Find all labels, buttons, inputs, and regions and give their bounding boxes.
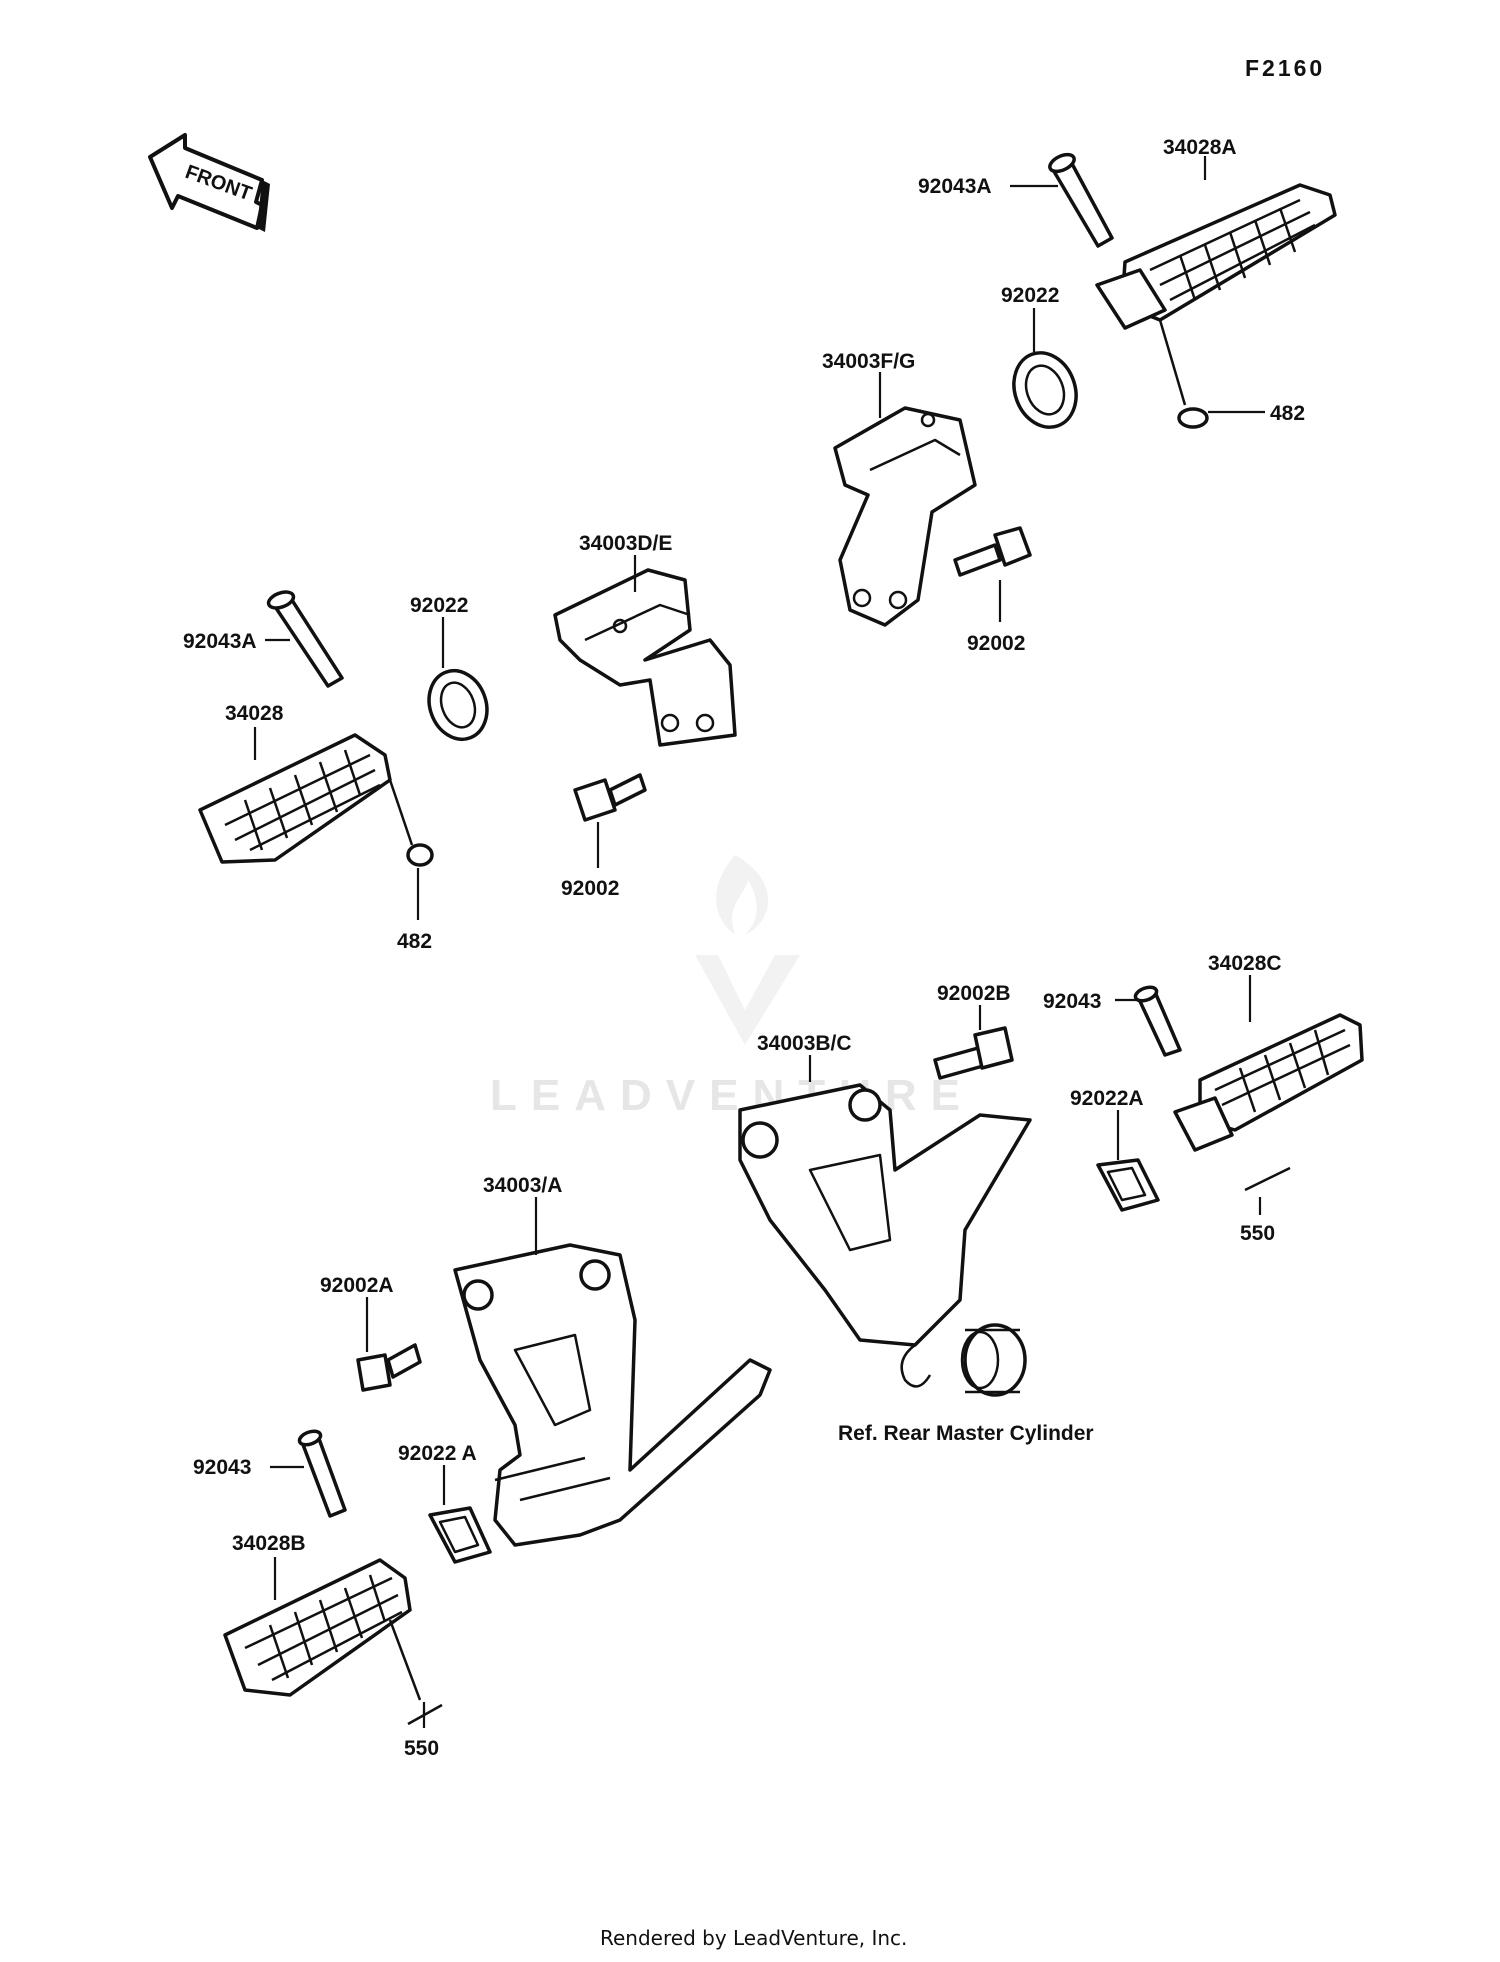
diagram-code: F2160 xyxy=(1245,55,1325,81)
pin-92043A-left xyxy=(266,590,344,688)
leader-lines xyxy=(253,156,1265,1728)
bracket-34003DE xyxy=(553,568,737,747)
collar-92022-top xyxy=(1012,351,1078,429)
label-92022-top: 92022 xyxy=(1001,284,1059,307)
pin-92043-left xyxy=(297,1429,347,1518)
bolt-92002-right xyxy=(953,526,1032,577)
footpeg-34028B xyxy=(223,1558,412,1697)
bracket-34003FG xyxy=(833,406,977,627)
watermark-logo xyxy=(695,855,800,1045)
label-92002A: 92002A xyxy=(320,1274,394,1297)
pin-92043-right xyxy=(1133,985,1182,1057)
label-550-right: 550 xyxy=(1240,1222,1275,1245)
bolt-92002B xyxy=(933,1026,1014,1080)
label-92022A-left: 92022 A xyxy=(398,1442,477,1465)
cotter-pin-550-right xyxy=(1244,1166,1291,1192)
label-ref-rear-master-cylinder: Ref. Rear Master Cylinder xyxy=(838,1422,1094,1445)
label-92043A-top: 92043A xyxy=(918,175,992,198)
bolt-92002-left xyxy=(573,773,647,822)
collar-92022A-right xyxy=(1096,1158,1160,1212)
bracket-34003BC xyxy=(738,1083,1032,1388)
front-arrow-icon: FRONT xyxy=(148,133,270,232)
label-550-left: 550 xyxy=(404,1737,439,1760)
collar-92022A-left xyxy=(428,1506,492,1564)
label-92002-left: 92002 xyxy=(561,877,619,900)
label-34003FG: 34003F/G xyxy=(822,350,915,373)
pin-92043A-top xyxy=(1048,152,1114,248)
label-92002B: 92002B xyxy=(937,982,1011,1005)
label-92043-left: 92043 xyxy=(193,1456,251,1479)
footpeg-34028C xyxy=(1173,1013,1364,1152)
label-92022A-right: 92022A xyxy=(1070,1087,1144,1110)
label-34003DE: 34003D/E xyxy=(579,532,672,555)
label-92043-right: 92043 xyxy=(1043,990,1101,1013)
label-482-top: 482 xyxy=(1270,402,1305,425)
label-92043A-left: 92043A xyxy=(183,630,257,653)
washer-482-left xyxy=(406,843,434,867)
label-34028B: 34028B xyxy=(232,1532,306,1555)
label-92002-right: 92002 xyxy=(967,632,1025,655)
watermark-text: LEADVENTURE xyxy=(490,1071,974,1120)
label-92022-left: 92022 xyxy=(410,594,468,617)
footpeg-34028 xyxy=(198,733,392,864)
footer-credit: Rendered by LeadVenture, Inc. xyxy=(600,1926,907,1950)
collar-92022-left xyxy=(427,668,489,742)
label-34028A: 34028A xyxy=(1163,136,1237,159)
rear-master-cylinder-bushing xyxy=(960,1323,1027,1397)
label-34028: 34028 xyxy=(225,702,284,725)
leader-line xyxy=(388,1619,422,1701)
leader-line xyxy=(388,779,414,846)
washer-482-top xyxy=(1177,407,1209,429)
footpeg-34028A xyxy=(1095,183,1337,330)
label-34003BC: 34003B/C xyxy=(757,1032,852,1055)
label-482-left: 482 xyxy=(397,930,432,953)
label-34003A: 34003/A xyxy=(483,1174,562,1197)
leader-line xyxy=(1158,319,1187,406)
bolt-92002A xyxy=(356,1343,422,1392)
label-34028C: 34028C xyxy=(1208,952,1282,975)
bracket-34003A xyxy=(453,1243,772,1547)
